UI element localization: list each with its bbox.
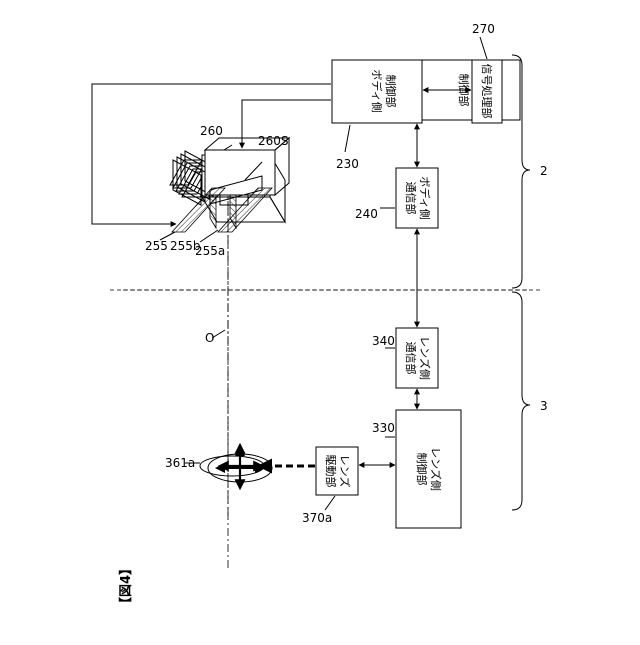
body-control-text-2: 制御部 [384,75,398,108]
body-comm-text-2: 通信部 [404,182,418,215]
ref-330: 330 [372,421,395,435]
ref-255a: 255a [195,244,225,258]
lens-drive-text-2: 駆動部 [324,455,338,488]
lens-control-text-2: 制御部 [415,453,429,486]
body-control-text-1: ボディ側 [370,69,384,112]
ref-370a: 370a [302,511,332,525]
brace-group-3 [512,292,530,510]
ref-361a: 361a [165,456,195,470]
leader-260 [224,145,232,150]
leader-230 [345,125,350,152]
signal-processing-text: 信号処理部 [480,64,494,119]
figure-label: 【図4】 [118,562,134,610]
group-3-label: 3 [540,399,548,413]
ref-O: O [205,331,214,345]
lens-control-text-1: レンズ側 [429,447,443,491]
group-2-label: 2 [540,164,548,178]
lens-comm-text-1: レンズ側 [418,336,432,380]
actuator-255b-shape [172,188,225,232]
leader-270 [480,37,487,59]
ref-260S: 260S [258,134,289,148]
ref-270: 270 [472,22,495,36]
lens-comm-text-2: 通信部 [404,342,418,375]
sensor-assembly [172,138,289,232]
ref-255: 255 [145,239,168,253]
leader-370a [325,496,335,510]
body-comm-text-1: ボディ側 [418,176,432,219]
ref-240: 240 [355,207,378,221]
ref-230: 230 [336,157,359,171]
lens-drive-text-1: レンズ [338,455,352,488]
ref-260: 260 [200,124,223,138]
ref-340: 340 [372,334,395,348]
leader-255a [200,230,218,242]
